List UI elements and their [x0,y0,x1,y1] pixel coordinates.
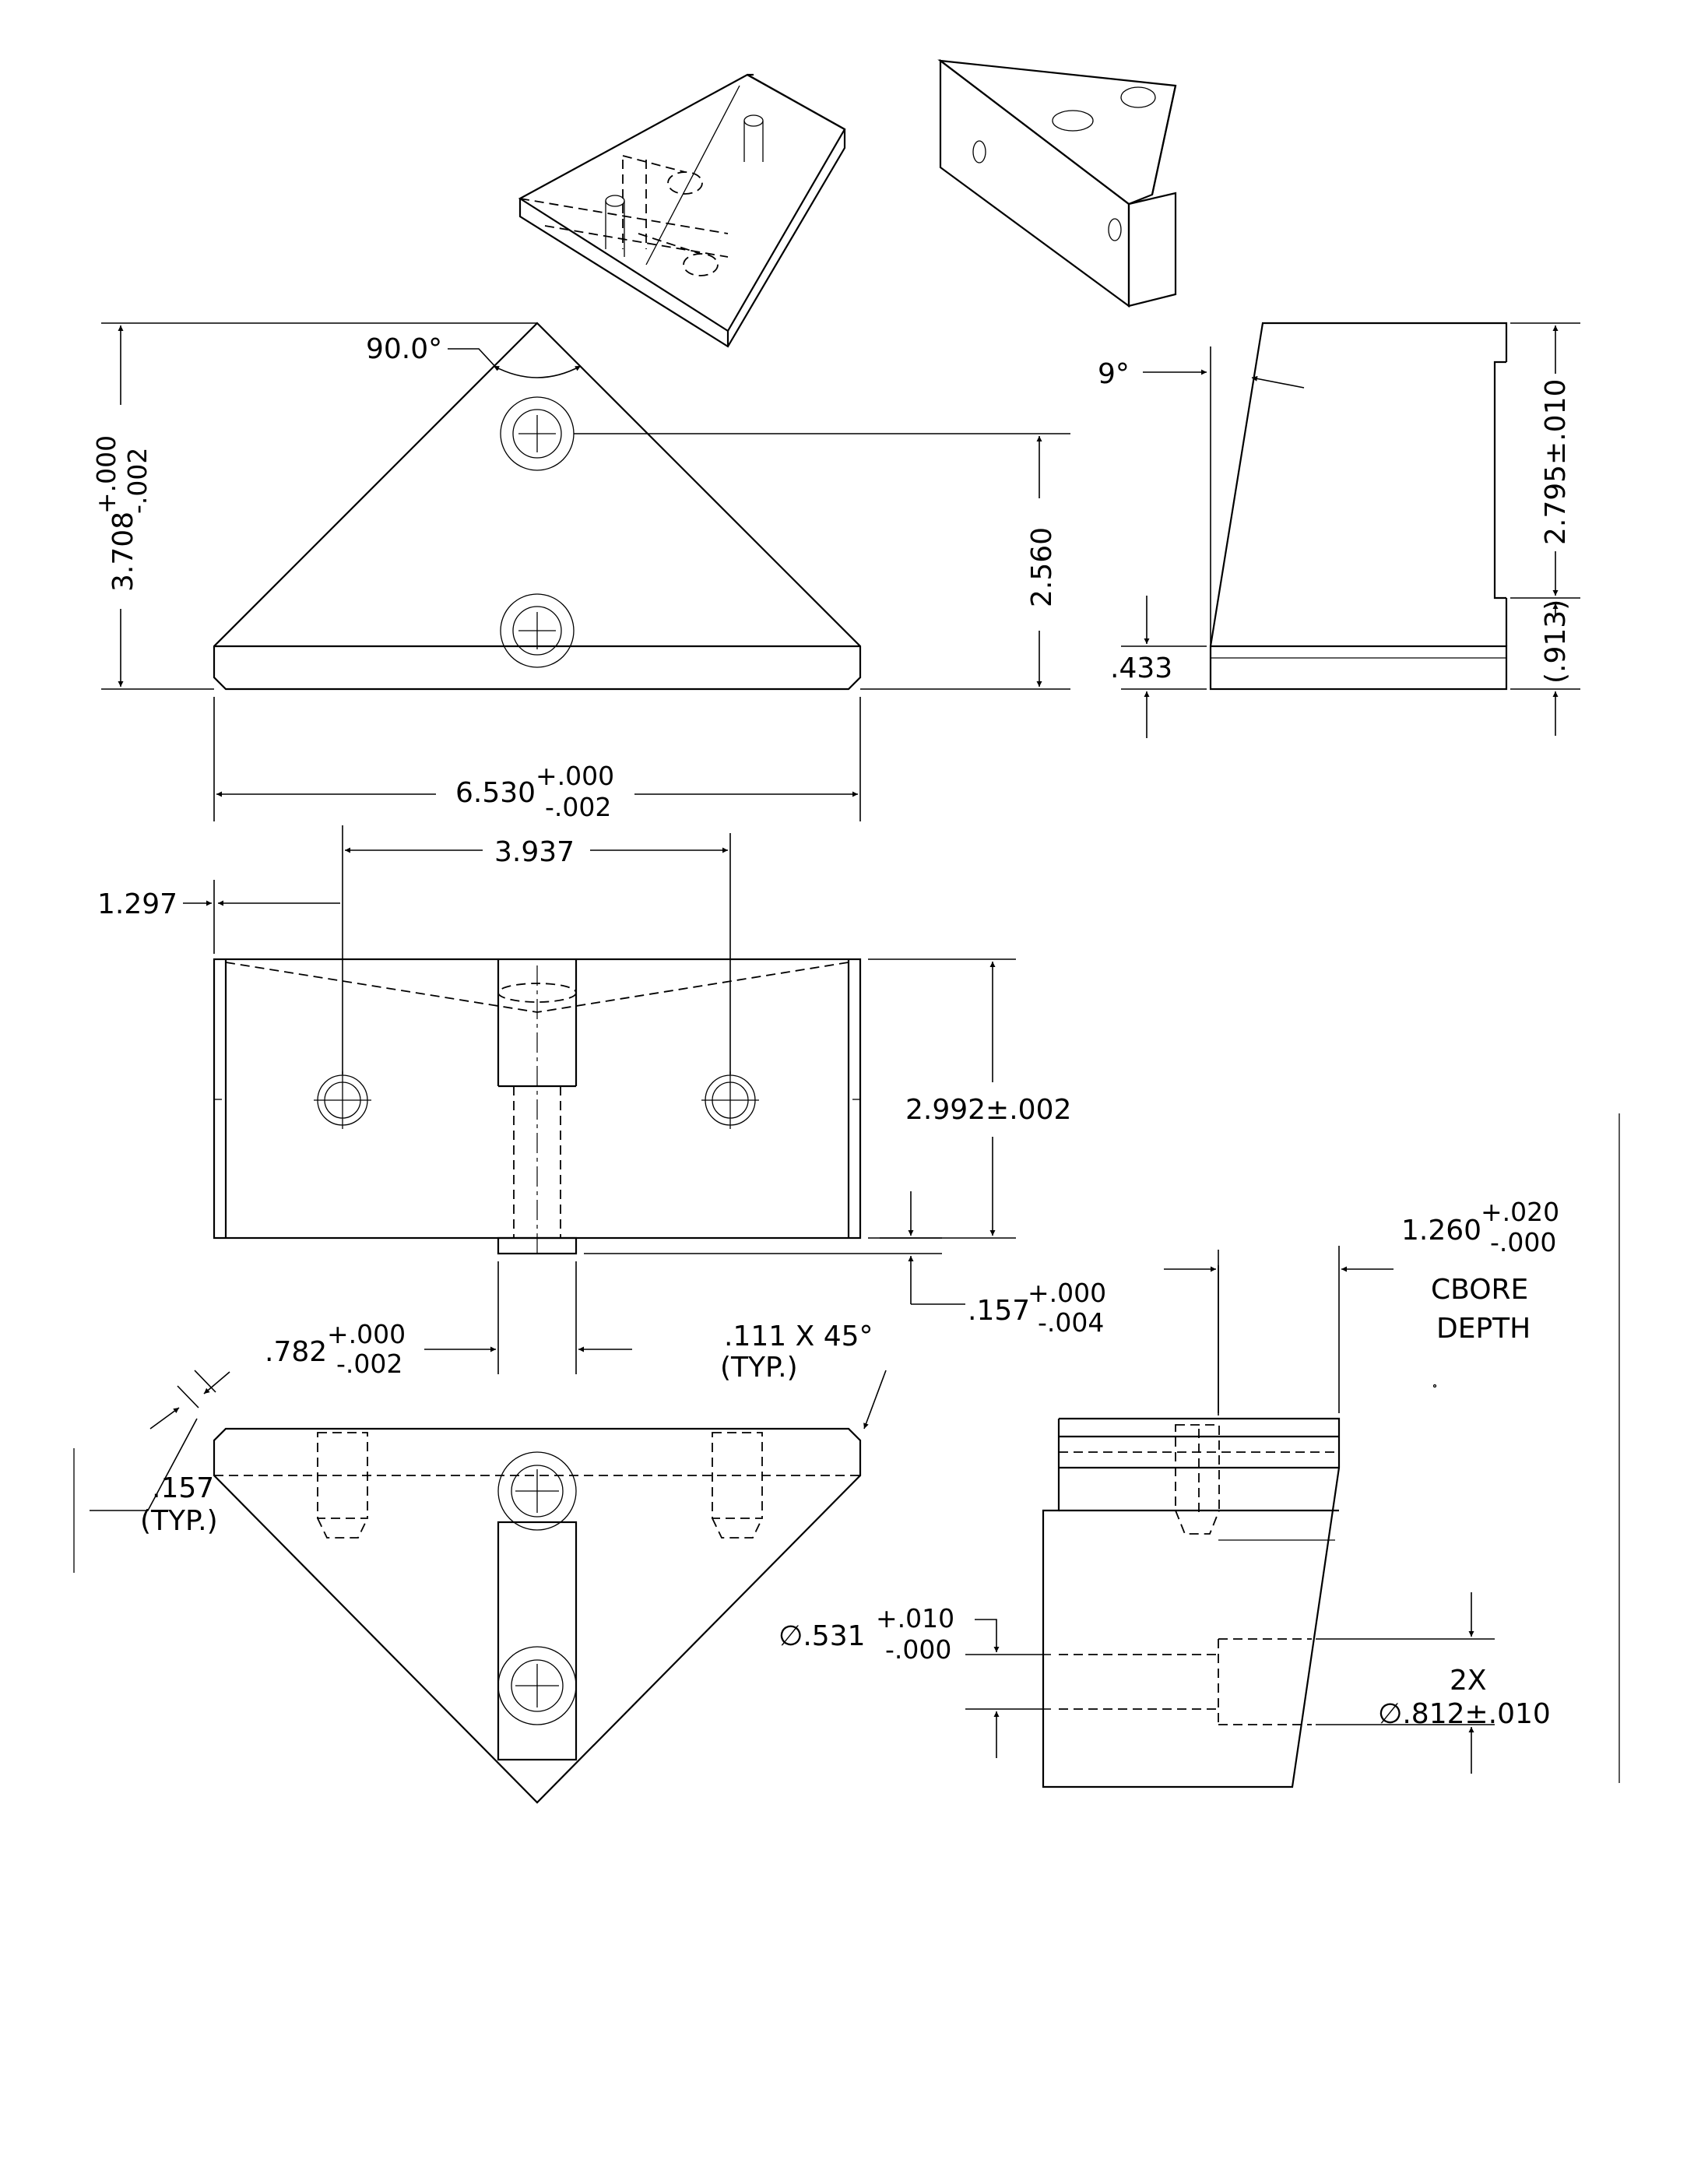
svg-text:+.010: +.010 [876,1603,954,1634]
cbore-diameter-label: ∅.812±.010 [1378,1698,1551,1730]
front-height: 2.992±.002 [905,1094,1071,1126]
svg-text:+.000: +.000 [327,1319,406,1349]
svg-text:-.000: -.000 [1490,1227,1556,1257]
cbore-qty-label: 2X [1450,1665,1487,1697]
chamfer-typ-label: (TYP.) [720,1352,798,1384]
svg-text:1.260: 1.260 [1401,1215,1481,1247]
side-ref-dimension: (.913) [1540,600,1572,684]
svg-text:6.530: 6.530 [455,777,536,809]
hole-spacing-horizontal: 3.937 [494,836,575,868]
svg-text:2.795±.010: 2.795±.010 [1540,379,1572,545]
side-base-thickness: .433 [1110,652,1172,684]
side-height-dimension: 2.795±.010 [1540,379,1572,545]
edge-label: .157 [152,1472,214,1504]
isometric-hidden-view [518,73,846,348]
end-view [965,1113,1620,1788]
slot-depth-dimension: .157 +.000 -.004 [968,1278,1106,1338]
height-dimension: 3.708 +.000 -.002 [91,435,153,592]
hole-diameter-dimension: ∅.531 +.010 -.000 [778,1603,954,1665]
svg-text:2.560: 2.560 [1026,527,1058,607]
slot-width-dimension: .782 +.000 -.002 [265,1319,406,1379]
svg-text:-.002: -.002 [336,1349,402,1379]
svg-text:(.913): (.913) [1540,600,1572,684]
svg-text:+.020: +.020 [1481,1197,1559,1227]
svg-text:3.708: 3.708 [107,512,139,592]
side-view [1121,322,1580,738]
top-view [101,322,1070,821]
svg-text:+.000: +.000 [91,435,121,514]
hole-offset: 1.297 [97,888,177,920]
svg-text:+.000: +.000 [536,761,614,791]
front-view [183,825,1016,1305]
cbore-depth-dimension: 1.260 +.020 -.000 CBORE DEPTH [1401,1197,1559,1345]
svg-text:-.002: -.002 [122,448,153,514]
svg-text:.782: .782 [265,1336,327,1368]
svg-text:-.004: -.004 [1038,1307,1104,1338]
svg-text:∅.531: ∅.531 [778,1620,866,1652]
svg-text:DEPTH: DEPTH [1436,1313,1531,1345]
svg-text:-.002: -.002 [545,792,611,822]
bottom-view [73,1261,887,1804]
svg-text:+.000: +.000 [1028,1278,1106,1308]
isometric-solid-view [937,58,1177,308]
dimension-labels: 90.0° 3.708 +.000 -.002 2.560 6.530 +.00… [91,333,1572,1730]
chamfer-label: .111 X 45° [724,1321,873,1352]
angle-apex-label: 90.0° [366,333,442,365]
width-dimension: 6.530 +.000 -.002 [455,761,614,822]
edge-typ-label: (TYP.) [140,1505,218,1537]
side-angle-label: 9° [1098,358,1130,390]
svg-text:CBORE: CBORE [1431,1274,1528,1306]
hole-spacing-vertical: 2.560 [1026,527,1058,607]
svg-text:-.000: -.000 [885,1634,951,1665]
svg-text:.157: .157 [968,1295,1030,1327]
